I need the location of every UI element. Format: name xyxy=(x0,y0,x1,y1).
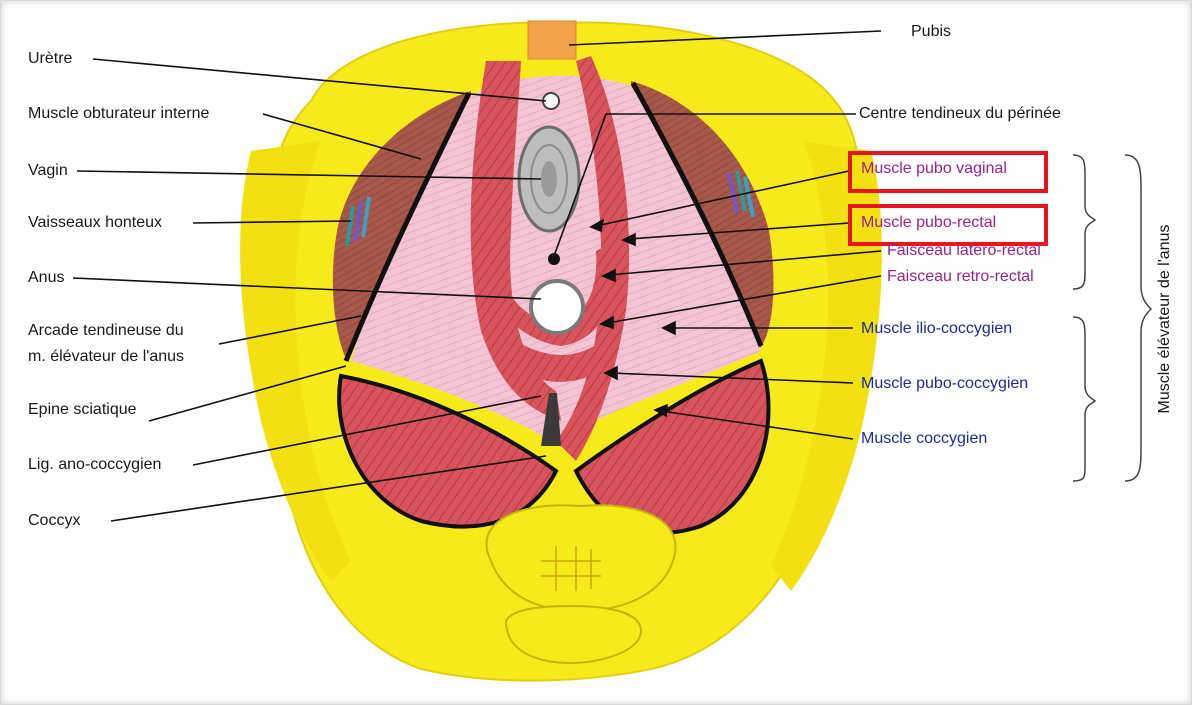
label-vagin: Vagin xyxy=(28,162,68,179)
pudendal-vessels-left xyxy=(345,196,371,247)
label-epine: Epine sciatique xyxy=(28,401,137,418)
label-latero-rectal: Faisceau latéro-rectal xyxy=(887,242,1041,259)
label-ilio-coccygien: Muscle ilio-coccygien xyxy=(861,320,1013,337)
pudendal-vessels-right xyxy=(727,170,755,218)
label-centre: Centre tendineux du périnée xyxy=(859,105,1061,122)
label-pubis: Pubis xyxy=(911,23,952,40)
highlight-pubo-vaginal xyxy=(848,151,1048,193)
highlight-pubo-rectal xyxy=(848,204,1048,246)
bracket-pubo-rectal xyxy=(1072,154,1097,290)
label-lig: Lig. ano-coccygien xyxy=(28,456,162,473)
pubo-rectal-muscle-right xyxy=(556,56,630,461)
arrow-lines xyxy=(589,170,882,440)
label-pubo-rectal: Muscle pubo-rectal xyxy=(861,214,997,231)
label-retro-rectal: Faisceau retro-rectal xyxy=(887,268,1034,285)
bracket-ilio-pubo-coccygien xyxy=(1072,316,1097,482)
obturator-muscle-left xyxy=(332,91,471,361)
arcus-tendineus-left xyxy=(343,91,472,362)
sacrum-grid xyxy=(541,546,601,591)
anus-opening xyxy=(529,279,585,335)
coccyx-bone xyxy=(504,604,643,665)
label-pubo-vaginal: Muscle pubo vaginal xyxy=(861,160,1007,177)
bracket-elevateur xyxy=(1124,154,1153,482)
label-arcade-line2: m. élévateur de l'anus xyxy=(28,348,185,365)
pubo-rectal-muscle-left xyxy=(470,61,561,421)
label-arcade-line1: Arcade tendineuse du xyxy=(28,322,184,339)
label-vaisseaux: Vaisseaux honteux xyxy=(28,214,163,231)
label-coccygien: Muscle coccygien xyxy=(861,430,988,447)
leader-lines xyxy=(72,30,882,522)
label-uretre: Urètre xyxy=(28,50,73,67)
label-elevateur: Muscle élévateur de l'anus xyxy=(1156,224,1173,414)
label-coccyx: Coccyx xyxy=(28,512,81,529)
label-obturateur: Muscle obturateur interne xyxy=(28,105,210,122)
retro-rectal-sling xyxy=(491,331,601,382)
pelvis-outer-wing-left xyxy=(240,141,351,581)
perineal-body-dot xyxy=(548,253,560,265)
anococcygeal-ligament xyxy=(541,393,561,446)
pubis-bone xyxy=(527,20,577,60)
label-anus: Anus xyxy=(28,269,65,286)
label-pubo-coccygien: Muscle pubo-coccygien xyxy=(861,375,1029,392)
